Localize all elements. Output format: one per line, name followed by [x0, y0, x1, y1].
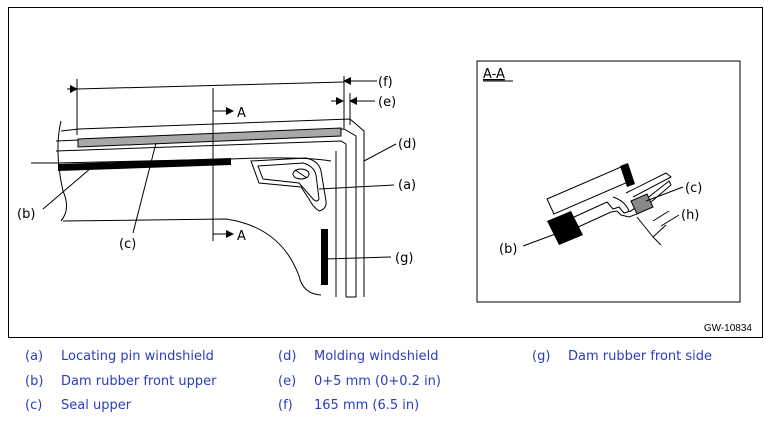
callout-e: (e): [378, 95, 396, 110]
legend-label-c: (c): [25, 398, 43, 413]
leader-a: [318, 184, 395, 190]
callout-h-section: (h): [681, 208, 699, 223]
cut-label-bottom: A: [237, 229, 246, 244]
roof-edge-curve: [57, 120, 67, 222]
callout-a: (a): [398, 178, 416, 193]
windshield-inner-line: [55, 140, 347, 297]
cut-label-top: A: [237, 106, 246, 121]
dimension-e: [331, 93, 375, 119]
section-view-box: [476, 60, 741, 303]
dimension-h: [636, 210, 670, 246]
legend: (a) Locating pin windshield (b) Dam rubb…: [0, 344, 772, 423]
leader-c-section: [645, 186, 684, 202]
leader-c-main: [132, 142, 157, 234]
legend-text-g: Dam rubber front side: [568, 349, 713, 364]
locating-pin-windshield: [250, 157, 327, 212]
legend-label-b: (b): [25, 374, 44, 389]
legend-text-e: 0+5 mm (0+0.2 in): [314, 374, 441, 389]
legend-text-a: Locating pin windshield: [61, 349, 214, 364]
callout-c-section: (c): [685, 181, 702, 196]
body-opening-curve: [62, 218, 322, 296]
leader-b-section: [522, 228, 570, 247]
section-seal-upper: [630, 193, 654, 215]
callout-f: (f): [378, 75, 393, 90]
figure-code: GW-10834: [703, 323, 752, 334]
callout-b-section: (b): [499, 242, 517, 257]
legend-label-e: (e): [278, 374, 297, 389]
legend-text-c: Seal upper: [61, 398, 132, 413]
windshield-glass-outline: [55, 128, 357, 298]
callout-d: (d): [398, 137, 416, 152]
callout-c-main: (c): [119, 237, 136, 252]
seal-upper-strip: [77, 127, 342, 148]
callout-b-main: (b): [17, 207, 35, 222]
section-dam-rubber-front-upper: [547, 211, 583, 245]
leader-b-main: [42, 167, 92, 210]
legend-label-d: (d): [278, 349, 297, 364]
legend-text-d: Molding windshield: [314, 349, 439, 364]
leader-h-section: [660, 214, 680, 227]
leader-g: [324, 256, 392, 260]
dam-rubber-front-side-bar: [321, 229, 328, 285]
dimension-f: [67, 76, 377, 135]
section-dam-rubber-upper-marker: [620, 163, 635, 187]
windshield-diagram: A A (f) (e) (d) (a) (g) (b: [17, 60, 741, 303]
legend-label-g: (g): [532, 349, 551, 364]
leader-d: [363, 143, 397, 162]
legend-text-b: Dam rubber front upper: [61, 374, 217, 389]
section-cut-line: [212, 88, 234, 241]
legend-label-a: (a): [25, 349, 44, 364]
diagram-frame: A A (f) (e) (d) (a) (g) (b: [8, 7, 763, 338]
section-title: A-A: [483, 67, 505, 82]
dam-rubber-front-upper-strip: [58, 158, 231, 171]
callout-g: (g): [395, 251, 413, 266]
legend-text-f: 165 mm (6.5 in): [314, 398, 420, 413]
legend-label-f: (f): [278, 398, 293, 413]
